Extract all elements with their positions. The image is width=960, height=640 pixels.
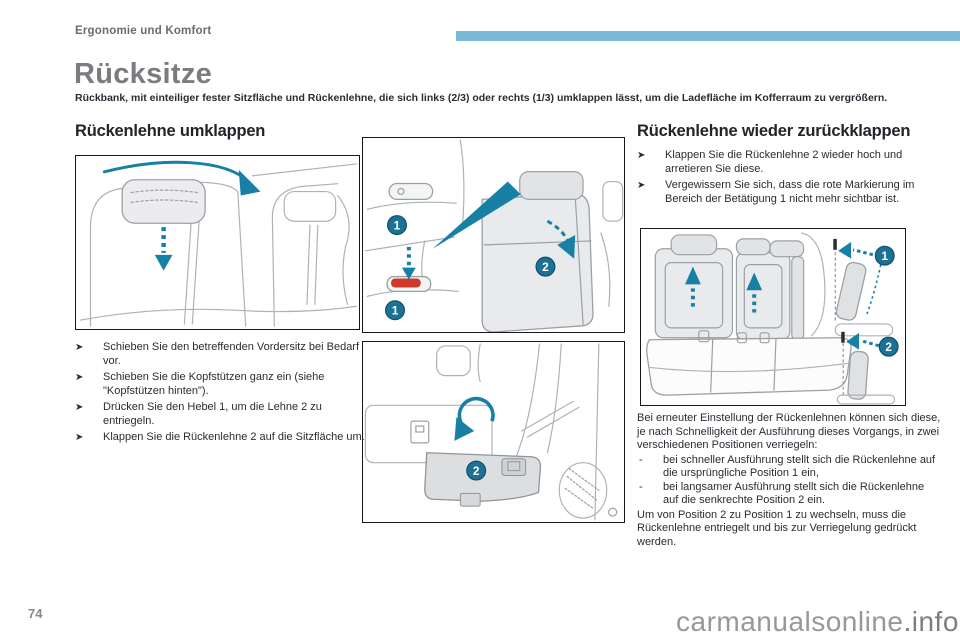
raise-seatback-illustration: 1 2 bbox=[646, 232, 899, 405]
dash-bullet: - bbox=[639, 480, 643, 493]
marker-1: 1 bbox=[874, 245, 895, 266]
svg-text:2: 2 bbox=[885, 340, 892, 354]
fold-step-text: Schieben Sie die Kopfstützen ganz ein (s… bbox=[103, 371, 325, 397]
page-title: Rücksitze bbox=[74, 58, 213, 90]
fold-step-item: ➤ Schieben Sie den betreffenden Vordersi… bbox=[75, 341, 365, 368]
fold-step-text: Drücken Sie den Hebel 1, um die Lehne 2 … bbox=[103, 401, 322, 427]
svg-text:2: 2 bbox=[542, 260, 549, 274]
step-arrow-icon: ➤ bbox=[75, 432, 84, 443]
note-dash-text: bei schneller Ausführung stellt sich die… bbox=[663, 453, 936, 480]
figure-headrest-pushdown bbox=[75, 155, 360, 330]
lever-fold-illustration: 1 1 2 bbox=[364, 139, 624, 332]
marker-1: 1 bbox=[386, 215, 407, 236]
dash-bullet: - bbox=[639, 453, 643, 466]
note-dash-list: - bei schneller Ausführung stellt sich d… bbox=[637, 454, 942, 508]
unfold-step-item: ➤ Vergewissern Sie sich, dass die rote M… bbox=[637, 179, 942, 206]
marker-1b: 1 bbox=[385, 300, 406, 321]
headrest-pushdown-illustration bbox=[79, 160, 357, 327]
note-outro: Um von Position 2 zu Position 1 zu wechs… bbox=[637, 508, 917, 548]
note-dash-item: - bei langsamer Ausführung stellt sich d… bbox=[637, 481, 942, 508]
page-number: 74 bbox=[28, 606, 43, 621]
unfold-step-text: Klappen Sie die Rückenlehne 2 wieder hoc… bbox=[665, 149, 903, 175]
breadcrumb: Ergonomie und Komfort bbox=[75, 25, 212, 37]
section-heading-unfold: Rückenlehne wieder zurückklappen bbox=[637, 122, 911, 140]
fold-step-text: Klappen Sie die Rückenlehne 2 auf die Si… bbox=[103, 431, 365, 443]
marker-2: 2 bbox=[466, 460, 487, 481]
marker-2: 2 bbox=[878, 336, 899, 357]
fold-step-item: ➤ Drücken Sie den Hebel 1, um die Lehne … bbox=[75, 401, 365, 428]
position-note: Bei erneuter Einstellung der Rückenlehne… bbox=[637, 412, 942, 549]
figure-folded-seatback: 2 bbox=[362, 341, 625, 523]
figure-lever-fold: 1 1 2 bbox=[362, 137, 625, 333]
step-arrow-icon: ➤ bbox=[637, 150, 646, 161]
svg-text:2: 2 bbox=[473, 464, 480, 478]
step-arrow-icon: ➤ bbox=[75, 342, 84, 353]
note-intro: Bei erneuter Einstellung der Rückenlehne… bbox=[637, 412, 941, 451]
fold-step-text: Schieben Sie den betreffenden Vordersitz… bbox=[103, 341, 360, 367]
note-dash-item: - bei schneller Ausführung stellt sich d… bbox=[637, 454, 942, 481]
unfold-step-item: ➤ Klappen Sie die Rückenlehne 2 wieder h… bbox=[637, 149, 942, 176]
note-dash-text: bei langsamer Ausführung stellt sich die… bbox=[663, 480, 925, 507]
fold-step-item: ➤ Schieben Sie die Kopfstützen ganz ein … bbox=[75, 371, 365, 398]
marker-2: 2 bbox=[535, 256, 556, 277]
fold-steps-list: ➤ Schieben Sie den betreffenden Vordersi… bbox=[75, 341, 365, 448]
fold-step-item: ➤ Klappen Sie die Rückenlehne 2 auf die … bbox=[75, 431, 365, 445]
svg-text:1: 1 bbox=[881, 249, 888, 263]
watermark-main: carmanualsonline bbox=[676, 606, 904, 637]
step-arrow-icon: ➤ bbox=[75, 372, 84, 383]
folded-seatback-illustration: 2 bbox=[364, 343, 618, 521]
step-arrow-icon: ➤ bbox=[75, 402, 84, 413]
svg-text:1: 1 bbox=[392, 304, 399, 318]
section-heading-fold: Rückenlehne umklappen bbox=[75, 122, 266, 140]
figure-raise-seatback: 1 2 bbox=[640, 228, 906, 406]
watermark-link[interactable]: carmanualsonline.info bbox=[676, 606, 959, 638]
unfold-steps-list: ➤ Klappen Sie die Rückenlehne 2 wieder h… bbox=[637, 149, 942, 209]
watermark-suffix: .info bbox=[903, 606, 959, 637]
step-arrow-icon: ➤ bbox=[637, 180, 646, 191]
accent-bar bbox=[456, 31, 960, 41]
unfold-step-text: Vergewissern Sie sich, dass die rote Mar… bbox=[665, 179, 915, 205]
svg-text:1: 1 bbox=[394, 219, 401, 233]
page-lead: Rückbank, mit einteiliger fester Sitzflä… bbox=[75, 92, 888, 104]
